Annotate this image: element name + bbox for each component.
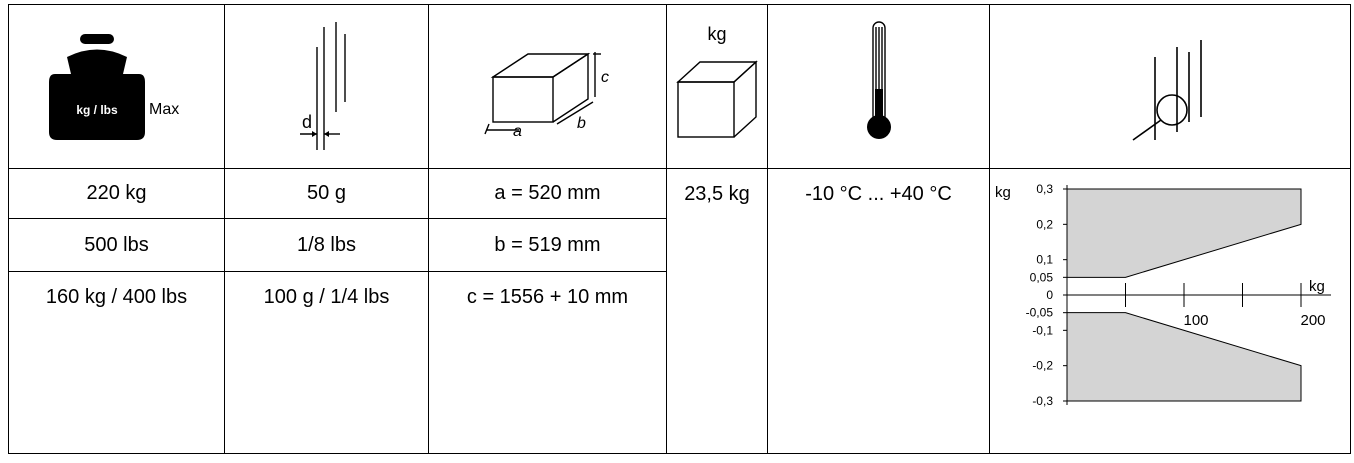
capacity-max-label: Max <box>149 101 179 118</box>
division-value-3: 100 g / 1/4 lbs <box>224 271 429 454</box>
y-tick-label: 0,1 <box>1036 253 1053 267</box>
y-tick-label: -0,1 <box>1032 323 1053 337</box>
accuracy-chart-cell: 0,3 0,2 0,1 0,05 0 -0,05 -0,1 -0,2 -0,3 100 200 kg k… <box>989 168 1351 454</box>
weight-icon: kg / lbs Max <box>48 33 179 140</box>
division-icon: d <box>299 21 346 150</box>
box-weight-icon: kg <box>675 24 758 138</box>
dim-b-label: b <box>577 115 586 132</box>
temperature-range: -10 °C ... +40 °C <box>767 168 990 454</box>
magnifier-icon <box>1132 39 1202 141</box>
net-weight-icon-cell: kg <box>666 4 768 169</box>
y-tick-label: -0,05 <box>1026 306 1054 320</box>
capacity-value-1: 220 kg <box>8 168 225 219</box>
dimensions-icon-cell: c a b <box>428 4 667 169</box>
y-tick-label: 0 <box>1046 288 1053 302</box>
box-dimensions-icon: c a b <box>483 51 609 140</box>
y-axis-label: kg <box>995 184 1011 201</box>
dimension-c-value: c = 1556 + 10 mm <box>428 271 667 454</box>
capacity-icon-cell: kg / lbs Max <box>8 4 225 169</box>
y-tick-label: 0,2 <box>1036 217 1053 231</box>
accuracy-icon-cell <box>989 4 1351 169</box>
capacity-value-3: 160 kg / 400 lbs <box>8 271 225 454</box>
dim-c-label: c <box>601 69 609 86</box>
division-icon-cell: d <box>224 4 429 169</box>
net-weight-unit: kg <box>707 24 726 44</box>
x-tick-label: 200 <box>1300 312 1325 329</box>
y-tick-label: -0,3 <box>1032 394 1053 408</box>
net-weight-value: 23,5 kg <box>666 168 768 454</box>
division-d-label: d <box>302 112 312 132</box>
dimension-a-value: a = 520 mm <box>428 168 667 219</box>
tolerance-band-1 <box>1066 188 1302 278</box>
accuracy-tolerance-chart: 0,3 0,2 0,1 0,05 0 -0,05 -0,1 -0,2 -0,3 100 200 kg k… <box>995 182 1331 408</box>
division-value-1: 50 g <box>224 168 429 219</box>
x-axis-label: kg <box>1309 278 1325 295</box>
dim-a-label: a <box>513 123 522 140</box>
dimension-b-value: b = 519 mm <box>428 218 667 272</box>
thermometer-icon <box>866 21 891 139</box>
y-tick-label: -0,2 <box>1032 359 1053 373</box>
capacity-value-2: 500 lbs <box>8 218 225 272</box>
specification-table: kg / lbs Max d <box>8 4 1351 454</box>
x-tick-label: 100 <box>1183 312 1208 329</box>
division-value-2: 1/8 lbs <box>224 218 429 272</box>
capacity-unit-label: kg / lbs <box>76 103 118 117</box>
y-tick-label: 0,3 <box>1036 182 1053 196</box>
temperature-icon-cell <box>767 4 990 169</box>
y-tick-label: 0,05 <box>1030 270 1054 284</box>
